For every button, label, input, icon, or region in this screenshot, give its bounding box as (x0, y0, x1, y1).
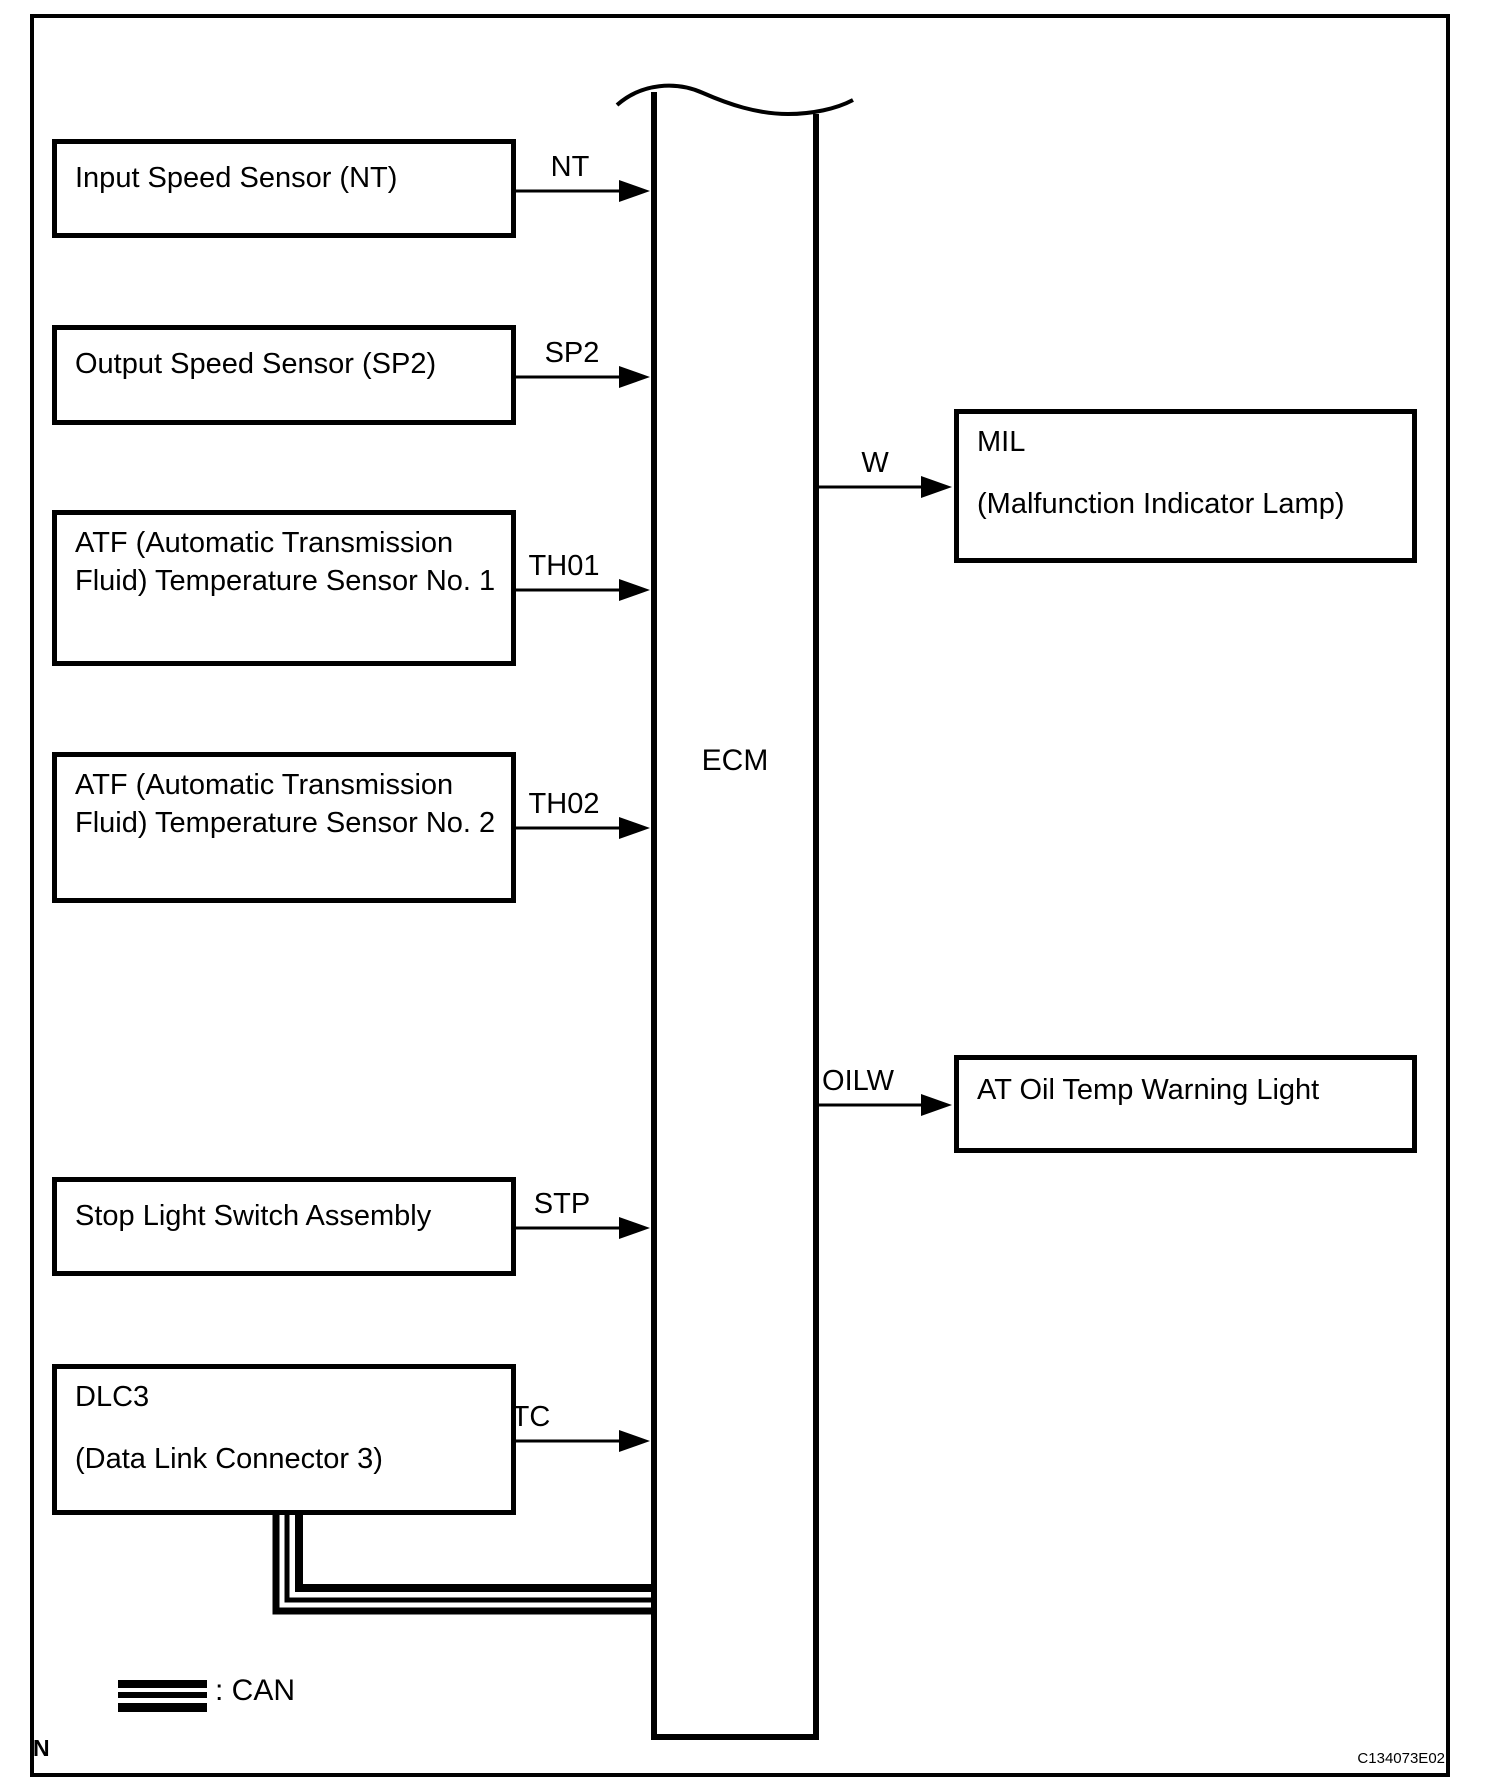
box-input-speed-sensor-label: Input Speed Sensor (NT) (75, 162, 398, 194)
box-mil: MIL (Malfunction Indicator Lamp) (954, 409, 1417, 563)
can-bus-line-outer (272, 1513, 651, 1615)
box-atf-temp-sensor-1-label: ATF (Automatic Transmission Fluid) Tempe… (75, 527, 496, 597)
box-atf-temp-sensor-2: ATF (Automatic Transmission Fluid) Tempe… (52, 752, 516, 903)
signal-label-w: W (861, 447, 889, 479)
can-legend-bar (118, 1680, 207, 1688)
arrow-sp2-head-icon (619, 366, 650, 388)
box-atf-temp-sensor-1: ATF (Automatic Transmission Fluid) Tempe… (52, 510, 516, 666)
box-dlc3-label: DLC3 (75, 1381, 150, 1413)
ecm-break-squiggle-icon (615, 83, 854, 117)
box-output-speed-sensor: Output Speed Sensor (SP2) (52, 325, 516, 425)
box-dlc3-sublabel: (Data Link Connector 3) (75, 1443, 383, 1475)
signal-label-stp: STP (533, 1188, 591, 1220)
arrow-nt-head-icon (619, 180, 650, 202)
signal-label-th01: TH01 (528, 550, 600, 582)
arrow-th01-head-icon (619, 579, 650, 601)
can-legend-symbol-icon (118, 1680, 207, 1712)
box-output-speed-sensor-label: Output Speed Sensor (SP2) (75, 348, 437, 380)
box-at-oil-temp-warning-light-label: AT Oil Temp Warning Light (977, 1074, 1320, 1106)
box-input-speed-sensor: Input Speed Sensor (NT) (52, 139, 516, 238)
arrow-oilw-head-icon (921, 1094, 952, 1116)
page-marker: N (33, 1735, 50, 1761)
box-atf-temp-sensor-2-label: ATF (Automatic Transmission Fluid) Tempe… (75, 769, 496, 839)
box-dlc3: DLC3 (Data Link Connector 3) (52, 1364, 516, 1515)
can-legend-label: : CAN (215, 1674, 296, 1707)
arrow-w-head-icon (921, 476, 952, 498)
box-mil-sublabel: (Malfunction Indicator Lamp) (977, 488, 1345, 520)
signal-label-th02: TH02 (528, 788, 600, 820)
diagram-border (30, 14, 1450, 1777)
can-legend-bar (118, 1692, 207, 1698)
can-bus-line-inner (295, 1513, 651, 1592)
arrow-stp-head-icon (619, 1217, 650, 1239)
arrow-th02-head-icon (619, 817, 650, 839)
figure-code: C134073E02 (1357, 1750, 1445, 1767)
box-stop-light-switch: Stop Light Switch Assembly (52, 1177, 516, 1276)
signal-label-tc: TC (511, 1401, 551, 1433)
arrow-tc-head-icon (619, 1430, 650, 1452)
signal-label-oilw: OILW (822, 1065, 894, 1097)
box-at-oil-temp-warning-light: AT Oil Temp Warning Light (954, 1055, 1417, 1153)
can-legend-bar (118, 1703, 207, 1712)
ecm-box-label: ECM (701, 744, 769, 777)
can-bus-line-middle (284, 1513, 651, 1603)
signal-label-nt: NT (550, 151, 590, 183)
box-mil-label: MIL (977, 426, 1026, 458)
box-stop-light-switch-label: Stop Light Switch Assembly (75, 1200, 432, 1232)
signal-label-sp2: SP2 (544, 337, 600, 369)
